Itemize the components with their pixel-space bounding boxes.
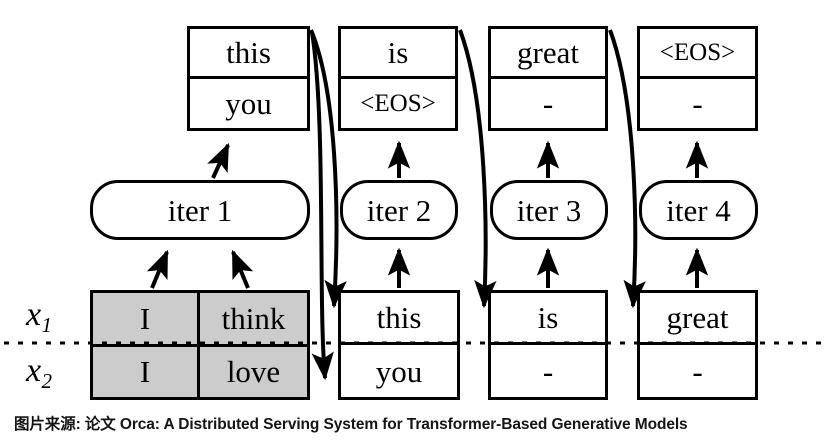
output-box-iter2: is <EOS> [338, 26, 458, 131]
input-row-x2: I love [93, 346, 307, 397]
output-cell-x2-iter4: - [692, 85, 703, 121]
arrow-input-x2-to-iter1 [231, 249, 254, 289]
arrow-iter1-to-output1 [207, 142, 230, 179]
arrow-feedback-you-to-input2-x2 [310, 31, 334, 381]
arrow-input-x1-to-iter1 [146, 249, 169, 289]
arrow-feedback-is-to-input3 [458, 29, 497, 309]
iteration-label-2: iter 2 [366, 192, 432, 228]
row-label-x1-sub: 1 [41, 312, 53, 337]
input-cell-x2-1: love [226, 354, 281, 390]
iteration-label-4: iter 4 [666, 192, 731, 228]
arrow-feedback-this-to-input2-x1 [309, 29, 347, 309]
arrow-feedback-great-to-input4 [608, 29, 646, 309]
output-box-iter4: <EOS> - [637, 26, 758, 131]
row-label-x1: x1 [26, 296, 53, 337]
input-cell-x1-iter4: great [640, 293, 755, 345]
input-cell-x1-1: think [221, 300, 286, 336]
iteration-box-1: iter 1 [90, 180, 310, 240]
input-cell-x1-iter3: is [491, 293, 605, 345]
input-cell-x2-iter4: - [692, 353, 703, 389]
iteration-label-3: iter 3 [516, 192, 582, 228]
output-cell-x2-iter1: you [225, 85, 272, 121]
iteration-label-1: iter 1 [167, 192, 233, 228]
output-cell-x1-iter1: this [190, 29, 307, 79]
output-cell-x2-iter3: - [542, 85, 554, 121]
output-box-iter1: this you [187, 26, 310, 131]
row-label-x2-base: x [26, 352, 42, 389]
input-box-iter2: this you [338, 290, 460, 400]
row-label-x1-base: x [26, 296, 42, 333]
row-label-x2: x2 [26, 352, 53, 393]
iteration-box-2: iter 2 [340, 180, 458, 240]
input-cell-x2-iter3: - [542, 353, 554, 389]
input-cell-x1-0: I [93, 293, 200, 344]
output-box-iter3: great - [488, 26, 608, 131]
row-label-x2-sub: 2 [41, 368, 53, 393]
input-cell-x2-iter2: you [375, 353, 423, 389]
figure-caption: 图片来源: 论文 Orca: A Distributed Serving Sys… [14, 416, 688, 433]
input-prompt-table: I think I love [90, 290, 310, 400]
input-box-iter3: is - [488, 290, 608, 400]
iteration-box-4: iter 4 [639, 180, 758, 240]
input-cell-x2-0: I [93, 346, 200, 397]
iteration-box-3: iter 3 [490, 180, 608, 240]
input-cell-x1-iter2: this [341, 293, 457, 345]
input-row-x1: I think [93, 293, 307, 347]
output-cell-x1-iter4: <EOS> [640, 29, 755, 79]
output-cell-x1-iter3: great [491, 29, 605, 79]
input-box-iter4: great - [637, 290, 758, 400]
output-cell-x2-iter2: <EOS> [360, 89, 436, 117]
output-cell-x1-iter2: is [341, 29, 455, 79]
